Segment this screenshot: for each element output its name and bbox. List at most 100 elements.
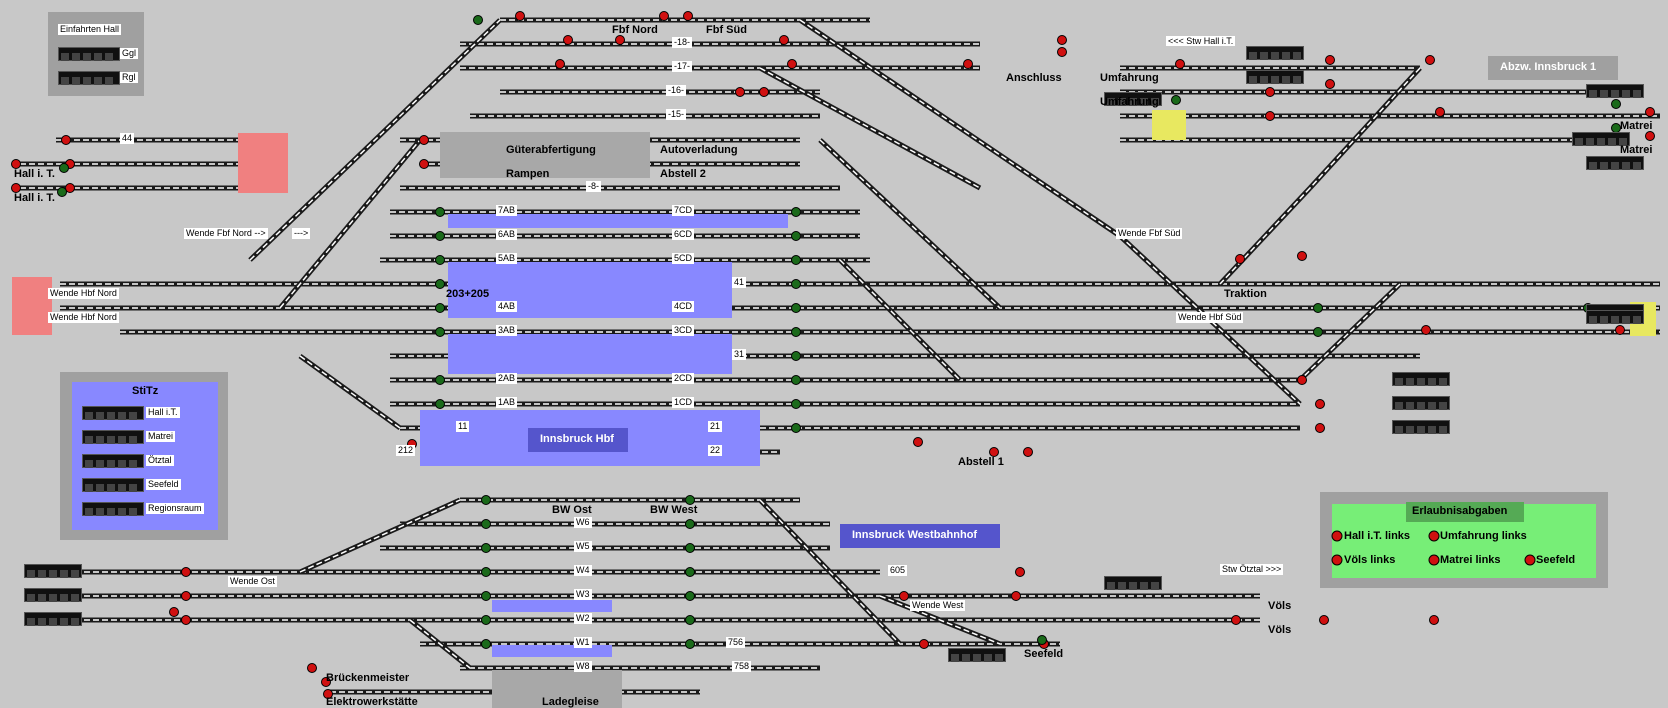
signal-red[interactable] [181, 567, 191, 577]
stitz-matrei-counter[interactable] [82, 430, 144, 444]
track-west-diag-1[interactable] [298, 497, 462, 575]
signal-red[interactable] [1175, 59, 1185, 69]
west-track-w6[interactable]: W6 [574, 517, 592, 528]
signal-green[interactable] [791, 207, 801, 217]
einfahrt-ggl-counter[interactable] [58, 47, 120, 61]
counter-oetztal-2[interactable] [24, 588, 82, 602]
counter-voels-1[interactable] [1104, 576, 1162, 590]
hbf-track-4cd[interactable]: 4CD [672, 301, 695, 312]
signal-green[interactable] [685, 615, 695, 625]
hbf-track-15[interactable]: -15- [666, 109, 687, 120]
signal-green[interactable] [481, 639, 491, 649]
hbf-track-17[interactable]: -17- [672, 61, 693, 72]
signal-red[interactable] [787, 59, 797, 69]
signal-green[interactable] [791, 279, 801, 289]
erlaubnis-umfahrung-links[interactable]: Umfahrung links [1440, 530, 1527, 542]
signal-green[interactable] [791, 231, 801, 241]
hbf-track-4ab[interactable]: 4AB [496, 301, 518, 312]
counter-gl-1[interactable] [1572, 132, 1630, 146]
signal-red[interactable] [11, 159, 21, 169]
signal-red[interactable] [1435, 107, 1445, 117]
signal-green[interactable] [481, 591, 491, 601]
signal-green[interactable] [1611, 99, 1621, 109]
signal-green[interactable] [791, 423, 801, 433]
signal-red[interactable] [419, 135, 429, 145]
counter-abstell-1[interactable] [1392, 372, 1450, 386]
signal-green[interactable] [791, 375, 801, 385]
track-diagonal-10[interactable] [818, 138, 1002, 310]
signal-red[interactable] [1265, 111, 1275, 121]
hbf-track-5cd[interactable]: 5CD [672, 253, 695, 264]
signal-red[interactable] [1023, 447, 1033, 457]
hbf-track-3ab[interactable]: 3AB [496, 325, 518, 336]
stitz-oetztal-counter[interactable] [82, 454, 144, 468]
signal-red[interactable] [419, 159, 429, 169]
signal-red[interactable] [169, 607, 179, 617]
counter-oetztal-3[interactable] [24, 612, 82, 626]
signal-red[interactable] [1235, 254, 1245, 264]
west-track-w2[interactable]: W2 [574, 613, 592, 624]
signal-red[interactable] [1319, 615, 1329, 625]
signal-red[interactable] [1315, 423, 1325, 433]
signal-red[interactable] [1231, 615, 1241, 625]
signal-red[interactable] [61, 135, 71, 145]
counter-hall-stw-1[interactable] [1246, 46, 1304, 60]
signal-green[interactable] [1171, 95, 1181, 105]
hbf-track-18[interactable]: -18- [672, 37, 693, 48]
signal-green[interactable] [791, 303, 801, 313]
signal-red[interactable] [779, 35, 789, 45]
signal-green[interactable] [1313, 327, 1323, 337]
stitz-hall-counter[interactable] [82, 406, 144, 420]
track-diagonal-5[interactable] [758, 65, 982, 191]
signal-red[interactable] [1297, 375, 1307, 385]
track-diagonal-8[interactable] [1218, 186, 1312, 286]
signal-red[interactable] [899, 591, 909, 601]
signal-red[interactable] [963, 59, 973, 69]
signal-green[interactable] [435, 207, 445, 217]
signal-red[interactable] [1645, 107, 1655, 117]
signal-green[interactable] [435, 231, 445, 241]
signal-red[interactable] [1297, 251, 1307, 261]
signal-red[interactable] [11, 183, 21, 193]
signal-green[interactable] [481, 567, 491, 577]
signal-red[interactable] [65, 183, 75, 193]
counter-hbf-sued-2[interactable] [1586, 310, 1644, 324]
hbf-track-1cd[interactable]: 1CD [672, 397, 695, 408]
signal-red[interactable] [1615, 325, 1625, 335]
erlaubnis-voels-links[interactable]: Völs links [1344, 554, 1396, 566]
signal-red[interactable] [181, 591, 191, 601]
signal-red[interactable] [555, 59, 565, 69]
signal-green[interactable] [1037, 635, 1047, 645]
counter-hall-stw-2[interactable] [1246, 70, 1304, 84]
signal-red[interactable] [1011, 591, 1021, 601]
signal-green[interactable] [435, 255, 445, 265]
signal-green[interactable] [435, 375, 445, 385]
signal-green[interactable] [435, 303, 445, 313]
signal-red[interactable] [919, 639, 929, 649]
signal-green[interactable] [435, 399, 445, 409]
signal-green[interactable] [685, 495, 695, 505]
signal-red[interactable] [307, 663, 317, 673]
signal-red[interactable] [1057, 35, 1067, 45]
west-track-w4[interactable]: W4 [574, 565, 592, 576]
west-track-w3[interactable]: W3 [574, 589, 592, 600]
west-track-w8[interactable]: W8 [574, 661, 592, 672]
signal-green[interactable] [435, 279, 445, 289]
erlaubnis-matrei-links[interactable]: Matrei links [1440, 554, 1501, 566]
signal-green[interactable] [473, 15, 483, 25]
signal-red[interactable] [1645, 131, 1655, 141]
signal-red[interactable] [759, 87, 769, 97]
signal-red[interactable] [1015, 567, 1025, 577]
counter-matrei-2[interactable] [1586, 156, 1644, 170]
erlaubnis-seefeld[interactable]: Seefeld [1536, 554, 1576, 566]
signal-green[interactable] [791, 327, 801, 337]
signal-green[interactable] [1313, 303, 1323, 313]
hbf-track-1ab[interactable]: 1AB [496, 397, 518, 408]
signal-green[interactable] [481, 543, 491, 553]
signal-green[interactable] [59, 163, 69, 173]
signal-red[interactable] [615, 35, 625, 45]
hbf-track-5ab[interactable]: 5AB [496, 253, 518, 264]
track-diagonal-1[interactable] [248, 18, 502, 262]
hbf-track-2cd[interactable]: 2CD [672, 373, 695, 384]
signal-red[interactable] [659, 11, 669, 21]
